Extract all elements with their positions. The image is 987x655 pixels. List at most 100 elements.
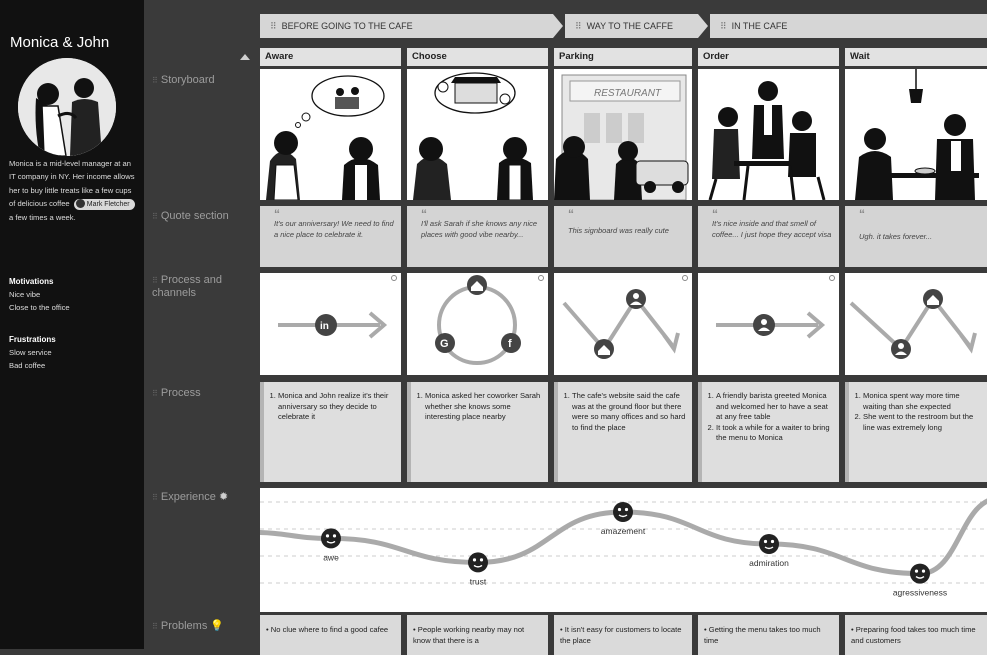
emotion-eye bbox=[332, 534, 337, 538]
persona-description: Monica is a mid-level manager at an IT c… bbox=[9, 157, 139, 224]
row-label-storyboard: ⠿Storyboard bbox=[152, 74, 215, 86]
storyboard-choose bbox=[407, 69, 548, 200]
drag-handle-icon[interactable]: ⠿ bbox=[152, 76, 158, 85]
stage-order[interactable]: Order bbox=[698, 48, 839, 66]
motivations-section: Motivations Nice vibe Close to the offic… bbox=[9, 275, 139, 314]
process-card: The cafe's website said the cafe was at … bbox=[554, 382, 692, 482]
connector-dot[interactable] bbox=[829, 275, 835, 281]
persona-avatar bbox=[18, 58, 116, 156]
channel-card bbox=[845, 273, 987, 375]
drag-handle-icon: ⠿ bbox=[270, 21, 277, 31]
channel-card bbox=[554, 273, 692, 375]
frustrations-title: Frustrations bbox=[9, 335, 56, 344]
emotion-eye bbox=[617, 507, 622, 512]
lightbulb-icon: 💡 bbox=[210, 620, 225, 632]
row-label-process: ⠿Process bbox=[152, 387, 201, 399]
problem-card: • People working nearby may not know tha… bbox=[407, 615, 548, 655]
process-card: Monica and John realize it's their anniv… bbox=[260, 382, 401, 482]
persona-description-text: Monica is a mid-level manager at an IT c… bbox=[9, 159, 135, 209]
persona-description-end: a few times a week. bbox=[9, 212, 76, 222]
emotion-eye bbox=[914, 569, 919, 573]
stage-choose[interactable]: Choose bbox=[407, 48, 548, 66]
quote-mark: “ bbox=[274, 207, 280, 221]
drag-handle-icon[interactable]: ⠿ bbox=[152, 493, 158, 502]
phase-in-cafe[interactable]: ⠿IN THE CAFE bbox=[710, 14, 987, 38]
process-step: Monica spent way more time waiting than … bbox=[863, 391, 983, 412]
emotion-face-icon[interactable] bbox=[613, 502, 633, 522]
row-label-quote: ⠿Quote section bbox=[152, 210, 229, 222]
emotion-eye bbox=[921, 569, 926, 573]
quote-card: “Ugh. it takes forever... bbox=[845, 206, 987, 267]
phase-way-to-cafe[interactable]: ⠿WAY TO THE CAFFE bbox=[565, 14, 698, 38]
emotion-face-icon[interactable] bbox=[910, 563, 930, 584]
emotion-label: awe bbox=[323, 552, 339, 562]
emotion-mouth bbox=[915, 576, 925, 579]
emotion-face-icon[interactable] bbox=[468, 552, 488, 573]
process-step: She went to the restroom but the line wa… bbox=[863, 412, 983, 433]
quote-card: “It's our anniversary! We need to find a… bbox=[260, 206, 401, 267]
emotion-mouth bbox=[473, 564, 483, 568]
motivation-item: Close to the office bbox=[9, 303, 70, 312]
emotion-label: admiration bbox=[749, 558, 789, 568]
frustration-item: Bad coffee bbox=[9, 361, 46, 370]
row-label-channels: ⠿Process and channels bbox=[152, 274, 223, 299]
problem-card: • No clue where to find a good cafee bbox=[260, 615, 401, 655]
storyboard-aware bbox=[260, 69, 401, 200]
stage-parking[interactable]: Parking bbox=[554, 48, 692, 66]
process-card: Monica spent way more time waiting than … bbox=[845, 382, 987, 482]
emotion-face-icon[interactable] bbox=[321, 528, 341, 549]
emotion-face-icon[interactable] bbox=[759, 534, 779, 554]
emotion-eye bbox=[770, 539, 775, 544]
process-card: Monica asked her coworker Sarah whether … bbox=[407, 382, 548, 482]
process-card: A friendly barista greeted Monica and we… bbox=[698, 382, 839, 482]
emotion-label: amazement bbox=[601, 526, 646, 536]
quote-mark: “ bbox=[859, 207, 865, 221]
quote-mark: “ bbox=[568, 207, 574, 221]
row-label-experience: ⠿Experience ✹ bbox=[152, 491, 229, 503]
drag-handle-icon[interactable]: ⠿ bbox=[152, 389, 158, 398]
process-step: A friendly barista greeted Monica and we… bbox=[716, 391, 835, 423]
phase-arrow bbox=[553, 14, 563, 38]
quote-mark: “ bbox=[712, 207, 718, 221]
emotion-mouth bbox=[618, 514, 628, 518]
phase-before-cafe[interactable]: ⠿BEFORE GOING TO THE CAFE bbox=[260, 14, 553, 38]
problem-card: • Preparing food takes too much time and… bbox=[845, 615, 987, 655]
drag-handle-icon: ⠿ bbox=[720, 21, 727, 31]
quote-card: “I'll ask Sarah if she knows any nice pl… bbox=[407, 206, 548, 267]
drag-handle-icon[interactable]: ⠿ bbox=[152, 212, 158, 221]
connector-dot[interactable] bbox=[391, 275, 397, 281]
drag-handle-icon[interactable]: ⠿ bbox=[152, 276, 158, 285]
problem-card: • It isn't easy for customers to locate … bbox=[554, 615, 692, 655]
stage-wait[interactable]: Wait bbox=[845, 48, 987, 66]
connector-dot[interactable] bbox=[538, 275, 544, 281]
user-tag[interactable]: Mark Fletcher bbox=[73, 199, 135, 211]
collapse-arrow-icon[interactable] bbox=[240, 54, 250, 60]
gear-icon[interactable]: ✹ bbox=[218, 491, 229, 503]
emotion-eye bbox=[472, 558, 477, 562]
connector-dot[interactable] bbox=[682, 275, 688, 281]
frustrations-section: Frustrations Slow service Bad coffee bbox=[9, 333, 139, 372]
facebook-icon bbox=[501, 333, 521, 353]
emotion-eye bbox=[624, 507, 629, 512]
emotion-eye bbox=[479, 558, 484, 562]
svg-text:G: G bbox=[440, 338, 449, 350]
problem-card: • Getting the menu takes too much time bbox=[698, 615, 839, 655]
quote-card: “This signboard was really cute bbox=[554, 206, 692, 267]
drag-handle-icon[interactable]: ⠿ bbox=[152, 622, 158, 631]
quote-card: “It's nice inside and that smell of coff… bbox=[698, 206, 839, 267]
process-step: It took a while for a waiter to bring th… bbox=[716, 423, 835, 444]
emotion-mouth bbox=[326, 540, 336, 544]
phase-arrow bbox=[698, 14, 708, 38]
storyboard-wait bbox=[845, 69, 987, 200]
stage-aware[interactable]: Aware bbox=[260, 48, 401, 66]
channel-card: in bbox=[260, 273, 401, 375]
google-icon bbox=[435, 333, 455, 353]
channel-card: G f bbox=[407, 273, 548, 375]
channel-card bbox=[698, 273, 839, 375]
persona-name: Monica & John bbox=[10, 34, 110, 51]
emotion-eye bbox=[325, 534, 330, 538]
storyboard-parking: RESTAURANT bbox=[554, 69, 692, 200]
persona-panel: Monica & John Monica is a mid-level mana… bbox=[0, 0, 144, 649]
storyboard-order bbox=[698, 69, 839, 200]
